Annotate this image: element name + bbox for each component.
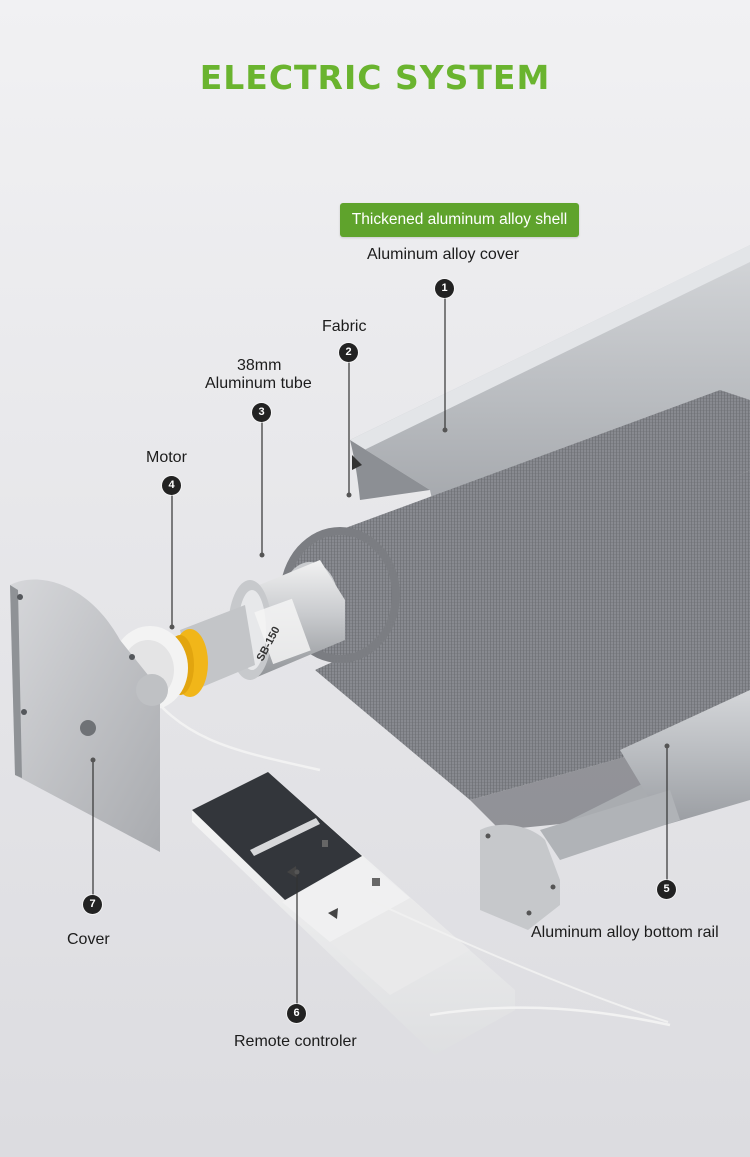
callout-1-marker: 1 [435,279,454,298]
callout-2-marker: 2 [339,343,358,362]
bottom-rail-shape [480,690,750,930]
motor-shape [112,605,321,772]
callout-3-marker: 3 [252,403,271,422]
callout-4-label: Motor [146,449,187,466]
side-cover-bracket [10,579,168,852]
callout-7-label: Cover [67,931,110,948]
remote-control-shape [192,772,671,1055]
callout-3-label-line2: Aluminum tube [205,375,312,392]
callout-7-marker: 7 [83,895,102,914]
page-title: ELECTRIC SYSTEM [199,58,551,97]
callout-5-marker: 5 [657,880,676,899]
callout-6-label: Remote controler [234,1033,357,1050]
callout-5-label: Aluminum alloy bottom rail [531,924,719,941]
callout-3-label-line1: 38mm [237,357,282,374]
callout-1-label: Aluminum alloy cover [367,246,520,263]
leader-dots [90,427,670,875]
aluminum-cover-shape [350,245,750,580]
callout-2-label: Fabric [322,318,367,335]
leader-lines [92,297,668,1005]
callout-6-marker: 6 [287,1004,306,1023]
shell-badge: Thickened aluminum alloy shell [340,203,579,237]
callout-4-marker: 4 [162,476,181,495]
